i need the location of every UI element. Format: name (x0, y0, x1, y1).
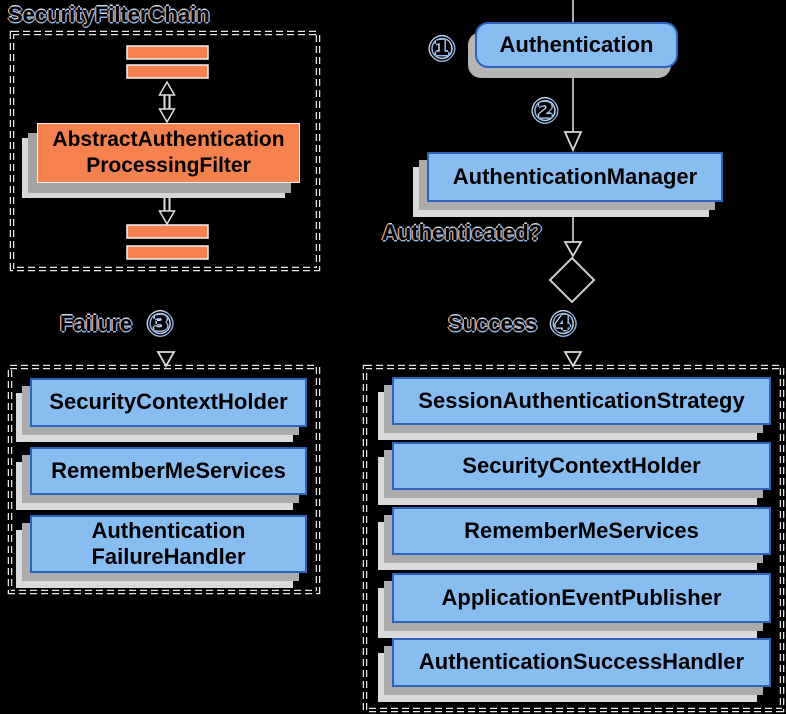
authentication-box: Authentication (475, 22, 678, 68)
arrowhead-into-manager-icon (563, 131, 583, 153)
success-handler-box: ApplicationEventPublisher (392, 573, 771, 623)
filter-bar (126, 245, 209, 260)
authentication-manager-box: AuthenticationManager (427, 152, 723, 202)
success-handler-box: AuthenticationSuccessHandler (392, 638, 771, 687)
arrowhead-failure-icon (156, 351, 176, 368)
decision-diamond (548, 256, 596, 304)
step-4-badge: ④ (549, 305, 578, 342)
double-arrow-top-icon (158, 80, 176, 124)
success-label: Success (448, 310, 538, 336)
success-handler-box: RememberMeServices (392, 507, 771, 555)
filter-bar (126, 64, 209, 79)
success-dashed-box (362, 364, 785, 713)
step-3-badge: ③ (146, 305, 175, 342)
success-label-row: Success ④ (448, 307, 577, 340)
step-2-badge: ② (531, 92, 559, 129)
filter-chain-title: SecurityFilterChain (8, 2, 210, 27)
filter-chain-dashed-box (9, 30, 321, 272)
success-handler-box: SecurityContextHolder (392, 442, 771, 490)
success-handler-box: SessionAuthenticationStrategy (392, 377, 771, 425)
step-1-badge: ① (428, 30, 456, 67)
arrowhead-into-decision-icon (563, 241, 583, 258)
filter-chain-bars (126, 45, 209, 260)
filter-bar (126, 45, 209, 60)
failure-label-row: Failure ③ (60, 307, 174, 340)
arrowhead-success-icon (563, 351, 583, 368)
double-arrow-bottom-icon (158, 182, 176, 226)
failure-handler-box: SecurityContextHolder (30, 378, 307, 427)
failure-handler-box: Authentication FailureHandler (30, 515, 307, 573)
processing-filter-box: AbstractAuthentication ProcessingFilter (37, 123, 300, 183)
filter-bar (126, 224, 209, 239)
failure-handler-box: RememberMeServices (30, 447, 307, 495)
failure-label: Failure (60, 310, 133, 336)
failure-dashed-box (7, 364, 321, 595)
decision-label: Authenticated? (382, 220, 543, 245)
